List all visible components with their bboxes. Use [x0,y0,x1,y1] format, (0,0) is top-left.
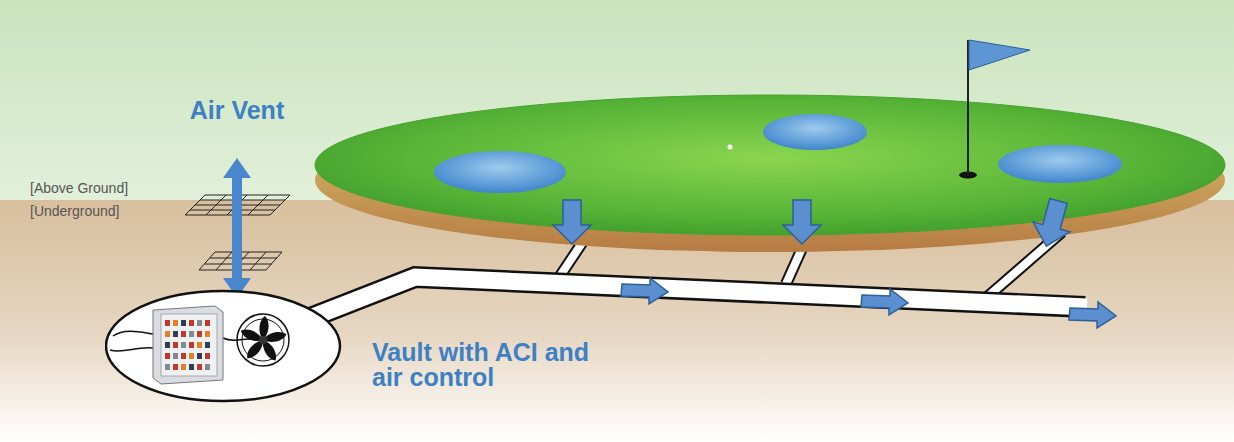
water-puddle [434,151,566,193]
aci-controller-part [181,353,186,359]
aci-controller-part [189,353,194,359]
aci-controller-part [173,353,178,359]
drain-arrows-part [1028,196,1077,251]
aci-controller-part [205,353,210,359]
vault-outline [106,291,340,401]
flow-arrows-part [861,289,908,315]
putting-green [315,95,1225,235]
ground-label: [Above Ground] [30,180,150,196]
aci-controller-part [197,364,202,370]
flow-arrows-part [1069,302,1116,328]
vault-node: Vault with ACI and air control [105,288,611,404]
aci-controller-part [173,364,178,370]
aci-controller-part [181,364,186,370]
aci-controller-part [205,320,210,326]
aci-controller-part [173,342,178,348]
air-vent-arrow-part [223,158,251,178]
aci-controller-part [205,364,210,370]
aci-controller-part [181,342,186,348]
flag [969,40,1030,70]
golf-ball [728,145,733,150]
aci-controller-part [197,331,202,337]
air-vent-arrow [223,158,251,298]
aci-controller-part [165,353,170,359]
aci-controller-part [189,364,194,370]
aci-controller-part [197,342,202,348]
ground-label: [Underground] [30,203,150,219]
aci-controller-part [205,342,210,348]
water-puddle [763,114,867,150]
flow-arrows-part [621,278,668,304]
aci-controller-part [181,320,186,326]
drain-arrows [553,196,1077,251]
drain-arrows-part [553,200,591,244]
aci-controller-part [165,364,170,370]
aci-controller-part [165,331,170,337]
aci-controller-part [165,342,170,348]
main-pipe-part [300,277,1087,322]
main-pipe [300,277,1087,322]
aci-controller [153,306,223,384]
vent-label: Air Vent [187,98,287,123]
air-vent-arrow-part [232,176,242,280]
aci-controller-part [189,342,194,348]
vault-label: Vault with ACI and air control [372,340,607,390]
fan [237,314,289,366]
flow-arrows [621,278,1116,328]
aci-controller-part [189,331,194,337]
drain-arrows-part [783,200,821,244]
aci-controller-part [165,320,170,326]
fan-part [237,314,289,366]
aci-controller-part [173,320,178,326]
aci-controller-part [197,353,202,359]
aci-controller-part [197,320,202,326]
aci-controller-part [173,331,178,337]
fan-part [259,336,267,344]
aci-controller-part [153,306,223,384]
aci-controller-part [205,331,210,337]
aci-controller-part [161,314,217,376]
aci-controller-part [189,320,194,326]
aci-controller-part [181,331,186,337]
water-puddle [998,145,1122,183]
